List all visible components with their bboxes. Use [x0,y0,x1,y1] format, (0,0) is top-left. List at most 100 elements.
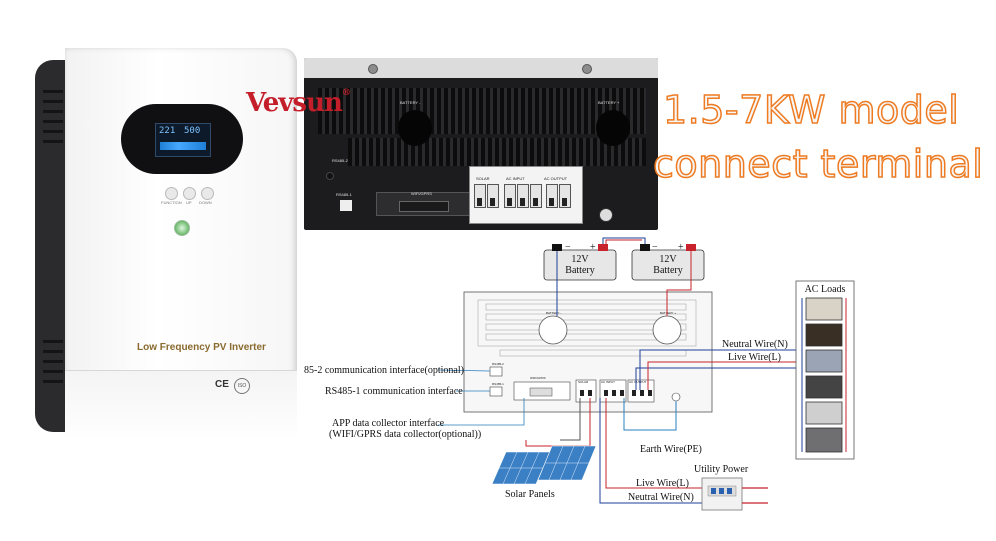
terminal-closeup-photo: BATTERY - BATTERY + RS485-2 RS485-1 WIFI… [304,58,658,230]
terminal-top-plate [304,58,658,78]
battery-minus-port [398,110,432,146]
chassis-ac-output-label: AC OUTPUT [629,380,647,384]
chassis-battery-plus-label: BATTERY + [660,311,676,315]
power-indicator-icon [174,220,190,236]
lcd-right-value: 500 [184,126,201,136]
callout-utility-power: Utility Power [694,464,749,475]
down-button-label: DOWN [199,200,212,205]
battery-1: − + 12V Battery [543,242,617,281]
app-collector-leader [438,398,525,426]
battery-1-positive-terminal-icon [598,244,608,251]
terminal-vent-grill [318,88,646,134]
callout-rs485-2: 85-2 communication interface(optional) [304,365,464,376]
inverter-lower-cover [65,370,297,441]
brand-registered-mark: ® [341,88,351,98]
ac-output-neutral-run [639,349,802,390]
terminal-vent-grill-lower [348,138,646,166]
callout-app-collector-note: (WIFI/GPRS data collector(optional)) [329,429,481,440]
down-button[interactable] [201,187,214,200]
function-button[interactable] [165,187,178,200]
brand-logo: Vevsun® [246,88,351,118]
ac-loads-panel: AC Loads [795,280,855,460]
photo-rs485-2-label: RS485-2 [332,158,348,163]
ac-output-live-wire [647,361,802,390]
load-fridge-icon [805,427,843,453]
callout-earth: Earth Wire(PE) [640,444,702,455]
photo-solar-label: SOLAR [476,176,490,181]
chassis-ac-input-label: AC INPUT [601,380,615,384]
chassis-battery-minus-label: BATTERY - [546,311,561,315]
callout-neutral-output: Neutral Wire(N) [722,339,788,350]
callout-live-output: Live Wire(L) [728,352,781,363]
battery-series-link [602,237,646,244]
chassis-wifi-label: WIFI/GPRS [530,376,546,380]
inverter-side-panel [35,60,69,432]
inverter-front-panel: 221 500 FUNCTION UP DOWN Low Frequency P… [65,48,297,441]
terminal-block: SOLAR AC INPUT AC OUTPUT [469,166,583,224]
utility-breaker-box-icon [701,477,743,511]
rj45-port-icon [340,200,352,211]
ac-input-live-wire [605,398,708,489]
photo-wifi-label: WIFI/GPRS [411,191,432,196]
load-fan-icon [805,297,843,321]
photo-rs485-1-label: RS485-1 [336,192,352,197]
battery-1-voltage: 12V [571,254,589,265]
callout-live-input: Live Wire(L) [636,478,689,489]
ac-output-neutral-wire [635,367,802,390]
headline-model: 1.5-7KW model [662,87,960,133]
load-cooker-icon [805,375,843,399]
photo-ac-input-label: AC INPUT [506,176,525,181]
photo-battery-plus-label: BATTERY + [598,100,620,105]
battery-2-negative-terminal-icon [640,244,650,251]
solar-positive-wire [560,398,581,441]
callout-neutral-input: Neutral Wire(N) [628,492,694,503]
battery-1-label: Battery [565,265,594,276]
chassis-rs485-1-label: RS485-1 [492,382,504,386]
function-button-label: FUNCTION [161,200,182,205]
chassis-rs485-2-label: RS485-2 [492,362,504,366]
headline-terminal: connect terminal [652,141,984,187]
chassis-solar-label: SOLAR [578,380,589,384]
battery-2-plus-sign: + [678,242,684,253]
solar-panel-icon-2 [537,445,597,481]
battery-2-positive-terminal-icon [686,244,696,251]
load-heater-icon [805,401,843,425]
load-lamp-icon [805,349,843,373]
chassis-battery-minus-port [538,315,568,345]
up-button[interactable] [183,187,196,200]
lcd-left-value: 221 [159,126,176,136]
photo-battery-minus-label: BATTERY - [400,100,421,105]
chassis-earth-icon [671,392,681,402]
wifi-gprs-port: WIFI/GPRS [376,191,470,216]
callout-solar-panels: Solar Panels [505,489,555,500]
battery-1-negative-terminal-icon [552,244,562,251]
brand-name: Vevsun [246,88,343,118]
earth-ground-icon [599,208,613,222]
battery-positive-wire [666,251,692,316]
battery-2: − + 12V Battery [631,242,705,281]
ce-mark: CE [215,379,229,390]
callout-rs485-1: RS485-1 communication interface [325,386,463,397]
battery-series-link-red [605,239,642,244]
solar-panel-icon-1 [491,451,551,485]
cert-badge-icon: ISO [234,378,250,394]
ac-loads-title: AC Loads [805,284,846,295]
ac-input-neutral-wire [599,398,708,504]
battery-plus-port [596,110,630,146]
inverter-display-bezel: 221 500 [121,104,243,174]
inverter-model-label: Low Frequency PV Inverter [137,342,266,353]
up-button-label: UP [186,200,192,205]
battery-2-minus-sign: − [652,242,658,253]
battery-2-label: Battery [653,265,682,276]
photo-ac-output-label: AC OUTPUT [544,176,568,181]
battery-1-minus-sign: − [565,242,571,253]
inverter-product-image: 221 500 FUNCTION UP DOWN Low Frequency P… [35,48,297,441]
inverter-lcd-screen: 221 500 [155,123,211,157]
load-tv-icon [805,323,843,347]
earth-wire [623,398,677,431]
chassis-battery-plus-port [652,315,682,345]
battery-2-voltage: 12V [659,254,677,265]
callout-app-collector: APP data collector interface [332,418,445,429]
